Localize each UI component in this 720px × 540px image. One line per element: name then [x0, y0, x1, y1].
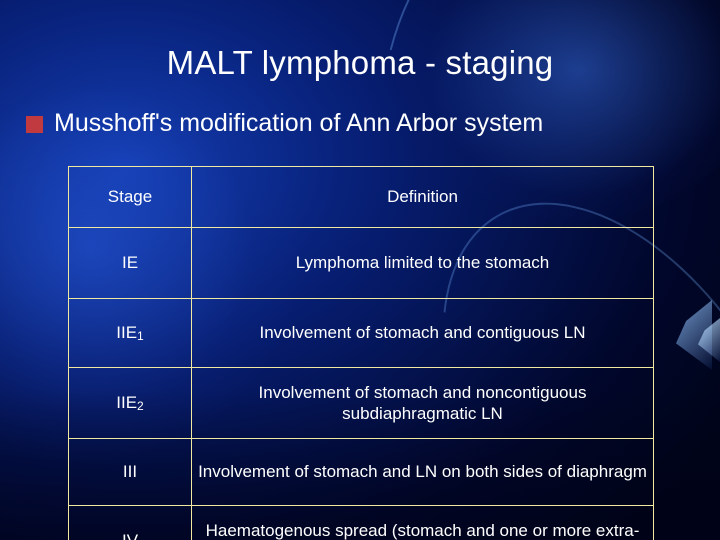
stage-subscript: 1 [137, 329, 144, 344]
table-cell-stage: IIE1 [68, 298, 192, 368]
table-cell-definition: Involvement of stomach and LN on both si… [191, 438, 654, 506]
page-title: MALT lymphoma - staging [166, 44, 554, 81]
table-row: IIE2 Involvement of stomach and nonconti… [68, 367, 654, 439]
bullet-text: Musshoff's modification of Ann Arbor sys… [54, 109, 544, 137]
table-header-definition: Definition [191, 166, 654, 228]
stage-label: IE [121, 253, 139, 273]
table-row: IIE1 Involvement of stomach and contiguo… [68, 298, 654, 368]
table-cell-stage: IIE2 [68, 367, 192, 439]
stage-label: IIE [116, 393, 138, 413]
table-cell-stage: IV [68, 505, 192, 540]
staging-table-wrapper: Stage Definition IE Lymphoma limited to … [68, 166, 654, 540]
table-cell-definition: Involvement of stomach and noncontiguous… [191, 367, 654, 439]
stage-label: III [122, 462, 138, 482]
stage-label: IV [122, 531, 138, 540]
table-cell-stage: III [68, 438, 192, 506]
table-header-row: Stage Definition [68, 166, 654, 228]
table-row: III Involvement of stomach and LN on bot… [68, 438, 654, 506]
stage-subscript: 2 [137, 399, 144, 414]
table-header-stage: Stage [68, 166, 192, 228]
bullet-row: Musshoff's modification of Ann Arbor sys… [26, 109, 716, 138]
bullet-marker-icon [26, 116, 43, 134]
table-cell-definition: Lymphoma limited to the stomach [191, 227, 654, 299]
table-row: IV Haematogenous spread (stomach and one… [68, 505, 654, 540]
table-cell-definition: Involvement of stomach and contiguous LN [191, 298, 654, 368]
stage-label: IIE [116, 323, 138, 343]
staging-table: Stage Definition IE Lymphoma limited to … [68, 166, 654, 540]
table-row: IE Lymphoma limited to the stomach [68, 227, 654, 299]
table-cell-stage: IE [68, 227, 192, 299]
table-cell-definition: Haematogenous spread (stomach and one or… [191, 505, 654, 540]
